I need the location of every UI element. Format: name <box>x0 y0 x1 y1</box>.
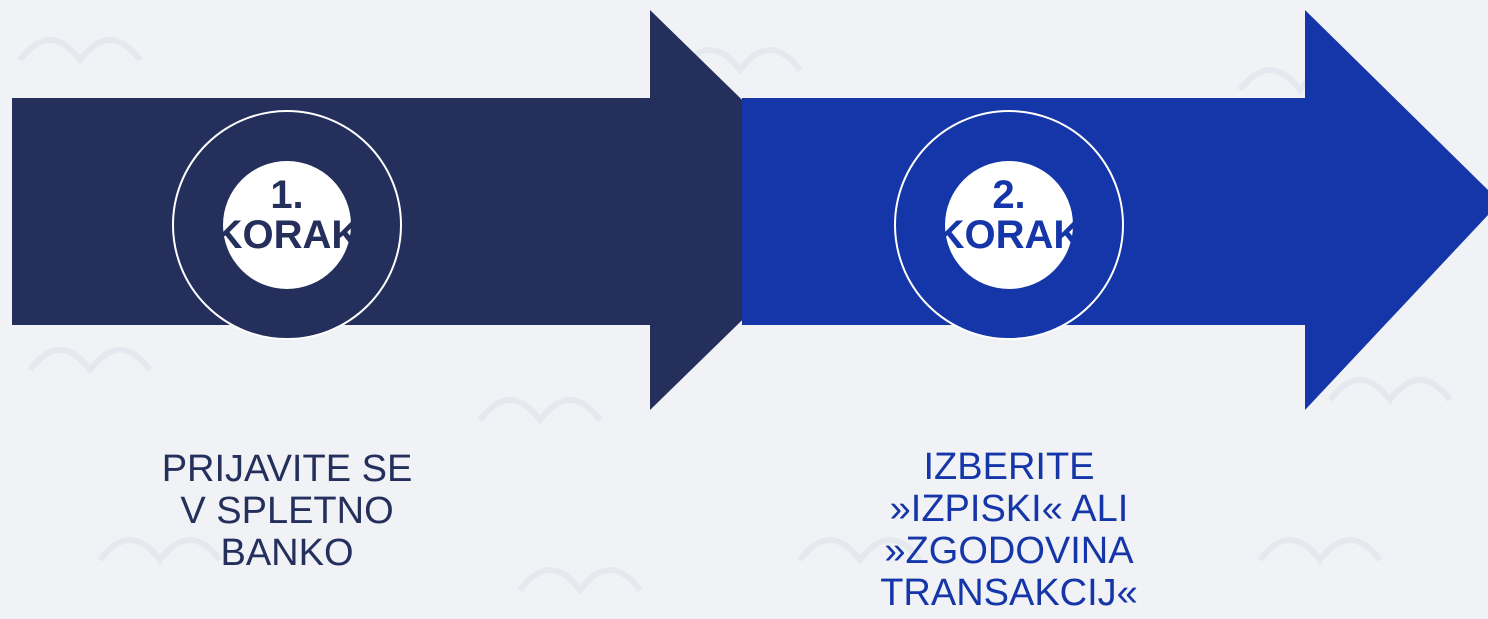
step-1-badge <box>172 110 402 340</box>
step-1-description-line: BANKO <box>220 532 354 574</box>
step-2-description-line: »IZPISKI« ALI <box>889 488 1129 530</box>
step-2-badge-text: 2. KORAK <box>909 175 1109 255</box>
step-2-number: 2. <box>992 173 1026 217</box>
step-2-description-line: IZBERITE <box>923 446 1095 488</box>
step-2-description: IZBERITE »IZPISKI« ALI »ZGODOVINA TRANSA… <box>859 446 1159 614</box>
step-2-label: KORAK <box>935 213 1083 257</box>
step-2-description-line: »ZGODOVINA <box>884 530 1134 572</box>
step-2-description-line: TRANSAKCIJ« <box>880 572 1138 614</box>
step-1-description: PRIJAVITE SE V SPLETNO BANKO <box>137 448 437 574</box>
step-2-badge <box>894 110 1124 340</box>
step-1-label: KORAK <box>213 213 361 257</box>
step-1-description-line: PRIJAVITE SE <box>161 448 413 490</box>
step-1-description-line: V SPLETNO <box>180 490 394 532</box>
step-1-arrow <box>12 10 855 410</box>
step-1-badge-text: 1. KORAK <box>187 175 387 255</box>
step-1-number: 1. <box>270 173 304 217</box>
watermark-pattern <box>17 37 1453 595</box>
